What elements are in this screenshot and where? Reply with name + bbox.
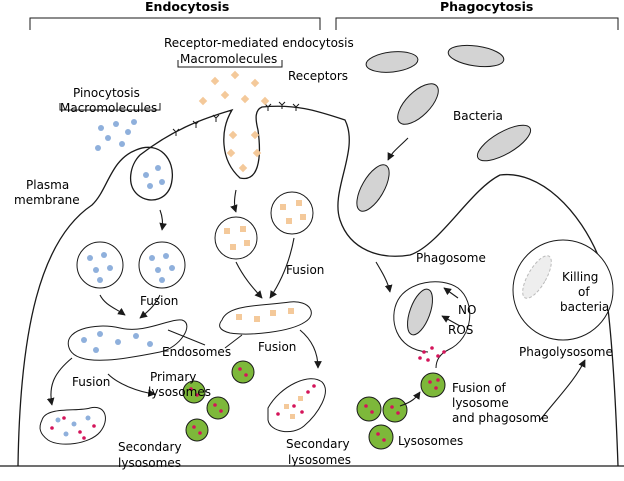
endocytosis-bracket (29, 17, 321, 30)
invagination-dots (143, 165, 165, 189)
endosome-pointer-1 (167, 329, 206, 346)
coated-pit-ligands (226, 130, 262, 173)
label-killing: Killing (562, 270, 599, 284)
primary-lysosomes (182, 360, 255, 442)
phago-lysosome-dots (364, 404, 400, 442)
label-phagolysosome: Phagolysosome (519, 345, 613, 359)
label-endosomes: Endosomes (162, 345, 232, 359)
receptor-endosome-ligands (236, 308, 294, 322)
label-killing-bacteria: bacteria (560, 300, 610, 314)
bacteria-outside (356, 44, 532, 212)
pinocytosis-macromolecules (95, 119, 137, 151)
receptor-endosome (219, 301, 312, 335)
label-ros: ROS (448, 323, 474, 337)
fusing-lysosome (420, 372, 446, 398)
phagocytosis-bracket (335, 17, 619, 30)
secondary-left-contents (50, 415, 96, 440)
label-fusion-bottom: Fusion (72, 375, 111, 389)
phago-lysosomes (356, 396, 408, 450)
endosome-dots (81, 331, 153, 353)
secondary-lysosome-mid (267, 378, 326, 433)
ros-dots (418, 346, 446, 362)
receptors-group (172, 101, 300, 136)
endosome-pointer-2 (224, 334, 243, 349)
label-membrane: membrane (14, 193, 80, 207)
label-fusion-mid: Fusion (286, 263, 325, 277)
label-fusion-endo: Fusion (258, 340, 297, 354)
label-receptors: Receptors (288, 69, 349, 83)
label-fusion-of-phagosome: and phagosome (452, 411, 549, 425)
pinocytosis-bracket (59, 103, 161, 111)
label-macromolecules-top: Macromolecules (180, 52, 278, 66)
label-fusion-of: Fusion of (452, 381, 506, 395)
pinocytic-vesicles (76, 241, 186, 289)
label-phagosome: Phagosome (416, 251, 486, 265)
label-killing-of: of (578, 285, 590, 299)
macromolecules-bracket (177, 60, 283, 68)
label-fusion-left: Fusion (140, 294, 179, 308)
arrows (46, 137, 586, 421)
label-secondary-left-lysosomes: lysosomes (118, 456, 181, 470)
label-bacteria: Bacteria (453, 109, 503, 123)
primary-lysosome-dots (189, 367, 248, 435)
dead-bacterium (522, 255, 552, 299)
label-plasma: Plasma (26, 178, 70, 192)
receptor-vesicles (214, 191, 314, 260)
receptor-ligands (198, 70, 270, 106)
label-macromolecules-left: Macromolecules (60, 101, 158, 115)
label-primary: Primary (150, 370, 197, 384)
secondary-mid-contents (276, 384, 316, 419)
label-lysosomes: Lysosomes (398, 434, 464, 448)
label-no: NO (458, 303, 477, 317)
label-secondary-mid: Secondary (286, 437, 350, 451)
phagosome-bacterium (407, 288, 433, 336)
label-secondary-left: Secondary (118, 440, 182, 454)
plasma-membrane (17, 105, 619, 467)
fusing-lysosome-dots (428, 378, 440, 390)
label-secondary-mid-lysosomes: lysosomes (288, 453, 351, 467)
label-pinocytosis: Pinocytosis (73, 86, 140, 100)
header-endocytosis: Endocytosis (145, 0, 230, 14)
fusion-bottom-arrow (107, 373, 156, 398)
label-receptor-mediated: Receptor-mediated endocytosis (164, 36, 354, 50)
label-fusion-of-lysosome: lysosome (452, 396, 509, 410)
header-phagocytosis: Phagocytosis (440, 0, 534, 14)
label-primary-lysosomes: lysosomes (148, 385, 211, 399)
